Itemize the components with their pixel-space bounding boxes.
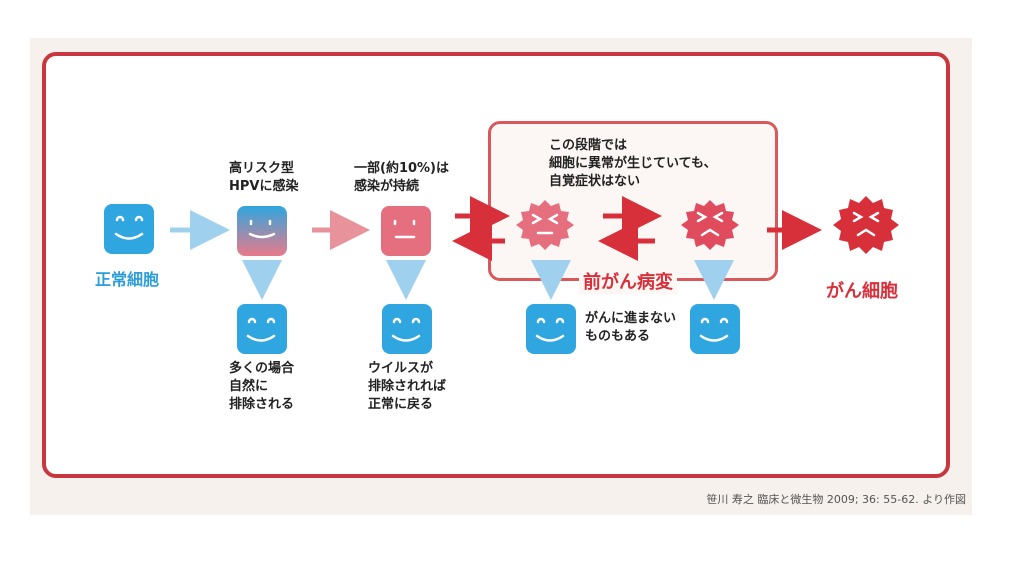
normal-cell-face-icon	[104, 204, 154, 254]
source-credit: 笹川 寿之 臨床と微生物 2009; 36: 55-62. より作図	[706, 493, 966, 506]
eliminated-naturally-label: 多くの場合 自然に 排除される	[229, 361, 295, 412]
hpv-infection-label: 高リスク型 HPVに感染	[229, 161, 299, 194]
non-progress-face-icon-1	[526, 304, 576, 354]
normal-cell-label: 正常細胞	[95, 270, 160, 289]
stage-note-text: この段階では 細胞に異常が生じていても、 自覚症状はない	[549, 138, 717, 189]
recovered-normal-face-icon	[382, 304, 432, 354]
back-to-normal-label: ウイルスが 排除されれば 正常に戻る	[368, 361, 447, 412]
eliminated-normal-face-icon	[237, 304, 287, 354]
hpv-infected-face-icon	[237, 206, 287, 256]
cancer-cell-label: がん細胞	[826, 281, 898, 302]
persistent-infection-label: 一部(約10%)は 感染が持続	[354, 161, 449, 194]
precancer-label: 前がん病変	[579, 268, 677, 294]
not-progress-label: がんに進まない ものもある	[585, 311, 677, 344]
persistent-infection-face-icon	[381, 206, 431, 256]
non-progress-face-icon-2	[690, 304, 740, 354]
